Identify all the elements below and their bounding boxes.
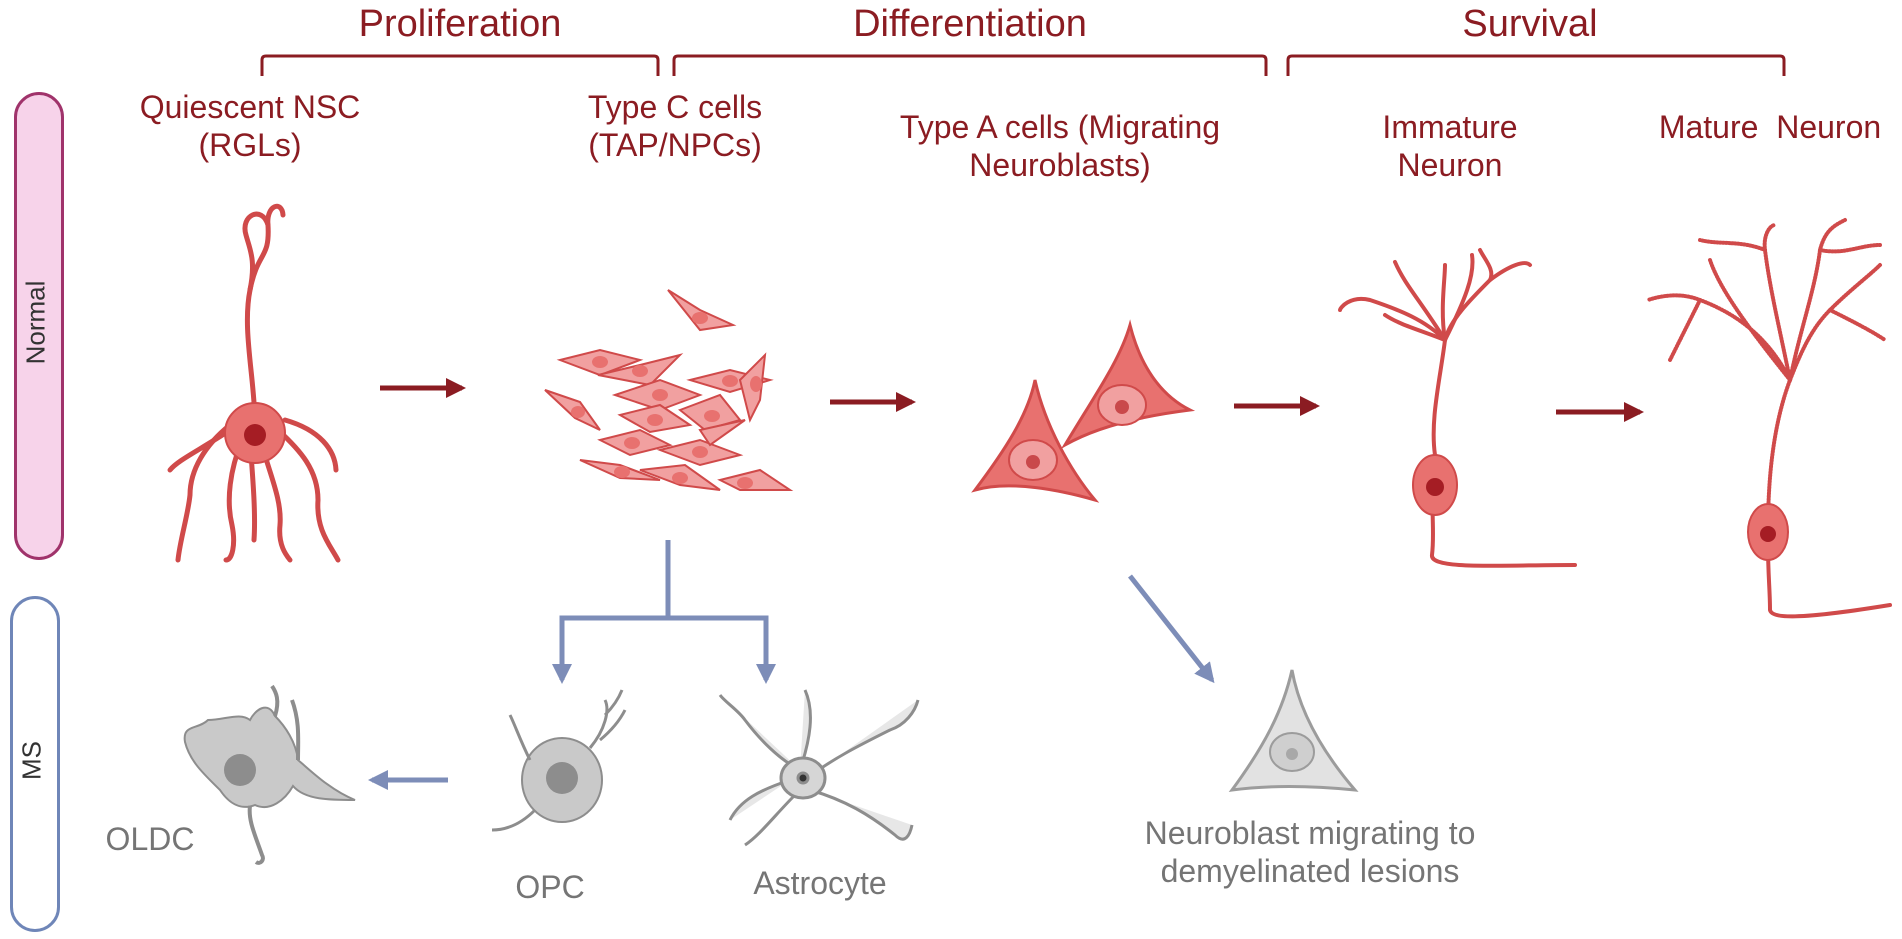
- label-neuroblast-line2: demyelinated lesions: [1160, 853, 1460, 889]
- label-type-c-line1: Type C cells: [587, 89, 763, 125]
- label-type-a-line1: Type A cells (Migrating: [899, 109, 1221, 145]
- label-type-c-cells: Type C cells (TAP/NPCs): [560, 88, 790, 164]
- arrow-typec-to-astrocyte: [668, 615, 776, 684]
- phase-proliferation: Proliferation: [358, 3, 562, 45]
- type-a-cells: [971, 319, 1196, 503]
- normal-row-label-box: [14, 92, 64, 560]
- immature-neuron-cell: [1338, 248, 1577, 568]
- label-type-a-line2: Neuroblasts): [969, 147, 1151, 183]
- label-opc: OPC: [515, 869, 585, 905]
- arrow-typec-branch: [552, 540, 671, 684]
- neuroblast-migrating-cell: [1228, 669, 1359, 792]
- proliferation-bracket: [260, 54, 660, 76]
- opc-cell: [491, 689, 627, 832]
- normal-row-label: Normal: [20, 280, 51, 365]
- mature-neuron-cell: [1646, 218, 1887, 532]
- label-type-a-cells: Type A cells (Migrating Neuroblasts): [880, 108, 1240, 184]
- label-mature-neuron: Mature Neuron: [1658, 109, 1882, 145]
- ms-row-label-box: [10, 596, 60, 932]
- oldc-cell: [183, 684, 356, 865]
- astrocyte-cell: [718, 689, 920, 847]
- survival-bracket: [1286, 54, 1786, 76]
- label-type-c-line2: (TAP/NPCs): [588, 127, 762, 163]
- arrow-typea-to-lesion: [1128, 574, 1215, 684]
- label-immature-neuron: Immature Neuron: [1350, 108, 1550, 184]
- label-oldc: OLDC: [105, 821, 195, 857]
- label-immature-line2: Neuron: [1397, 147, 1503, 183]
- label-astrocyte: Astrocyte: [753, 865, 887, 901]
- label-immature-line1: Immature: [1382, 109, 1518, 145]
- phase-differentiation: Differentiation: [853, 3, 1087, 45]
- differentiation-bracket: [672, 54, 1268, 76]
- label-quiescent-nsc: Quiescent NSC (RGLs): [120, 88, 380, 164]
- label-quiescent-nsc-line2: (RGLs): [198, 127, 302, 163]
- quiescent-nsc-cell: [167, 203, 341, 563]
- label-neuroblast-line1: Neuroblast migrating to: [1144, 815, 1476, 851]
- label-neuroblast-migrating: Neuroblast migrating to demyelinated les…: [1130, 814, 1490, 890]
- ms-row-label: MS: [16, 741, 47, 780]
- phase-survival: Survival: [1462, 3, 1598, 45]
- label-quiescent-nsc-line1: Quiescent NSC: [139, 89, 361, 125]
